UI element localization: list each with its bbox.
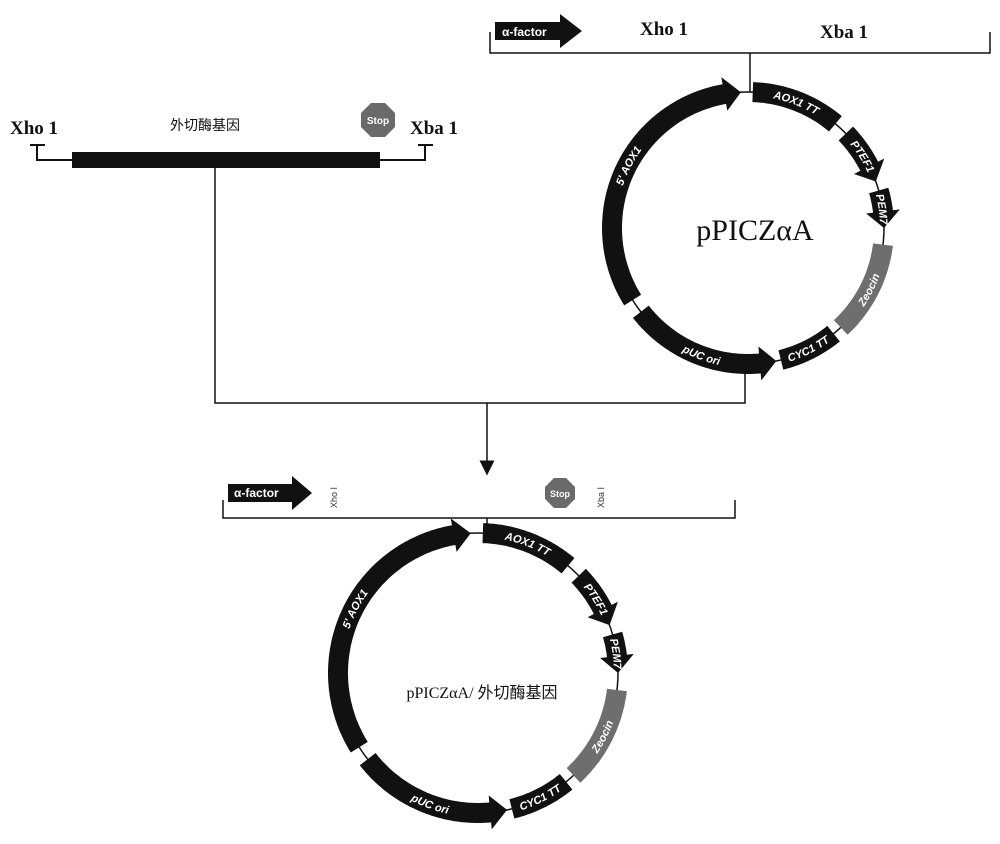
plasmid-segment [328,518,471,752]
stop-label: Stop [367,116,389,127]
alpha-factor-label: α-factor [502,25,547,39]
plasmid-segment [360,753,507,829]
insert-xho-label: Xho 1 [10,118,58,139]
product-xba-label: Xba I [596,487,606,508]
ligation-lines [215,168,745,403]
plasmid-name: pPICZαA [696,214,814,247]
insert-gene: Xho 1 外切酶基因 Stop Xba 1 [10,103,458,168]
plasmid-segment [602,77,741,305]
product-stop-icon: Stop [545,478,575,508]
plasmid-product: AOX1 TTPTEF1PEM7ZeocinCYC1 TTpUC ori5' A… [328,518,634,829]
insert-right-end [380,145,433,160]
insert-left-end [30,145,72,160]
plasmid-segment [567,689,627,783]
plasmid-segment [633,306,776,381]
product-alpha-factor-label: α-factor [234,486,279,500]
vector-cassette: α-factor Xho 1 Xba 1 [490,14,990,92]
xba-site-label: Xba 1 [820,22,868,43]
stop-codon-icon: Stop [361,103,395,137]
plasmid-segment [834,243,893,334]
product-plasmid-name: pPICZαA/ 外切酶基因 [406,684,557,702]
gene-bar [72,152,380,168]
gene-name-label: 外切酶基因 [170,117,240,133]
xho-site-label: Xho 1 [640,19,688,40]
product-xho-label: Xho I [329,487,339,508]
product-stop-label: Stop [550,489,570,499]
product-cassette: α-factor Xho I Stop Xba I [223,476,735,534]
insert-xba-label: Xba 1 [410,118,458,139]
